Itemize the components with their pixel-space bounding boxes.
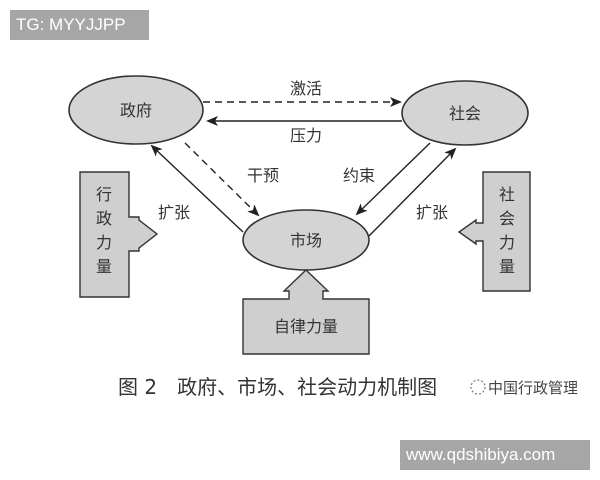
svg-text:社会: 社会 <box>449 104 481 123</box>
self-discipline-force-box: 自律力量 <box>242 269 370 355</box>
node-society: 社会 <box>401 80 529 146</box>
svg-text:量: 量 <box>499 257 515 276</box>
label-constrain: 约束 <box>343 166 375 185</box>
administrative-force-box: 行 政 力 量 <box>79 171 159 298</box>
edge-intervene <box>184 142 260 217</box>
svg-text:中国行政管理: 中国行政管理 <box>488 379 578 397</box>
wechat-icon <box>470 379 486 395</box>
edge-expand-market-to-government <box>150 144 244 233</box>
edge-expand-market-to-society <box>368 147 457 237</box>
label-pressure: 压力 <box>290 126 322 145</box>
social-force-box: 社 会 力 量 <box>457 171 531 292</box>
svg-text:政: 政 <box>96 209 112 228</box>
watermark-bottom: www.qdshibiya.com <box>400 440 590 470</box>
figure-caption: 图 2 政府、市场、社会动力机制图 <box>118 375 437 399</box>
svg-text:行: 行 <box>96 185 112 204</box>
node-government: 政府 <box>68 75 204 145</box>
svg-text:市场: 市场 <box>290 231 322 250</box>
svg-text:力: 力 <box>499 233 515 252</box>
label-intervene: 干预 <box>247 166 279 185</box>
watermark-top: TG: MYYJJPP <box>10 10 149 40</box>
edge-constrain <box>355 142 431 216</box>
svg-text:政府: 政府 <box>120 101 152 120</box>
svg-text:量: 量 <box>96 257 112 276</box>
svg-text:自律力量: 自律力量 <box>274 317 338 336</box>
svg-text:社: 社 <box>499 185 515 204</box>
label-expand-left: 扩张 <box>158 203 190 222</box>
node-market: 市场 <box>242 209 370 271</box>
label-expand-right: 扩张 <box>416 203 448 222</box>
svg-text:力: 力 <box>96 233 112 252</box>
svg-text:会: 会 <box>499 209 515 228</box>
source-brand: 中国行政管理 <box>470 379 578 397</box>
label-activate: 激活 <box>290 79 322 98</box>
